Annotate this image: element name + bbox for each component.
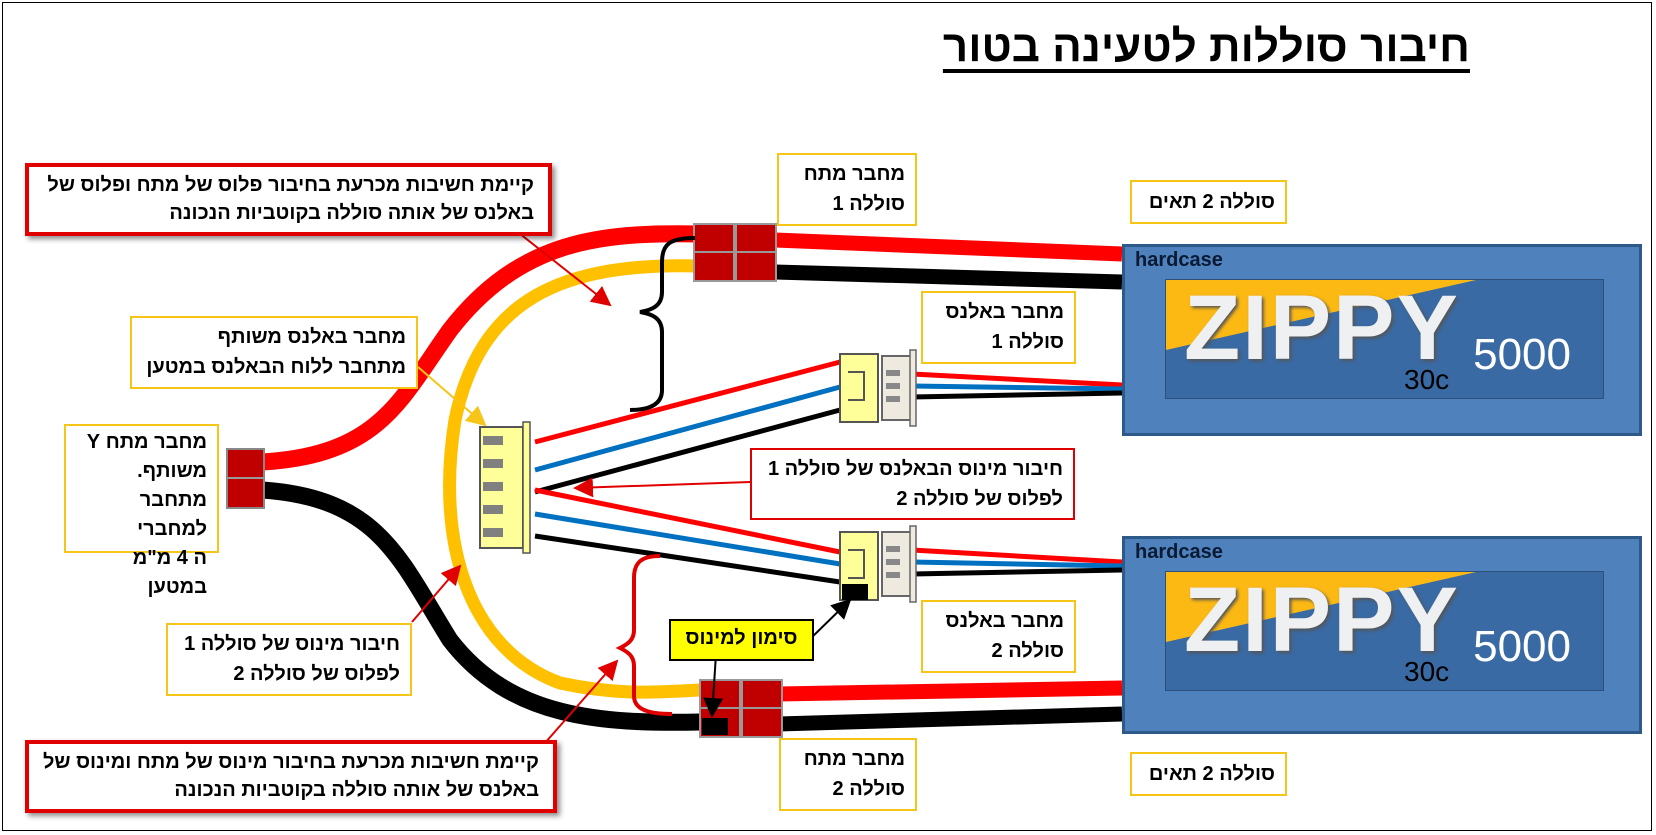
battery-1-logo: ZIPPY <box>1184 279 1460 379</box>
arrow-minus-mark-power <box>703 653 724 718</box>
minus-marker-power <box>702 718 728 735</box>
shared-balance-label: מחבר באלנס משותף מתחבר ללוח הבאלנס במטען <box>130 316 418 389</box>
battery-2-logo: ZIPPY <box>1184 571 1460 671</box>
arrow-balance-series <box>573 477 751 498</box>
minus-mark-label: סימון למינוס <box>669 619 814 661</box>
balance-connector-1-plug <box>839 353 879 423</box>
battery-2-rating: 30c <box>1404 656 1450 687</box>
balance-series-label: חיבור מינוס הבאלנס של סוללה 1 לפלוס של ס… <box>750 448 1075 520</box>
battery-2-label-panel: ZIPPY 5000 30c <box>1165 571 1604 691</box>
minus-marker-balance <box>842 584 868 600</box>
bal1-red <box>534 359 841 445</box>
bal2-red <box>534 487 841 555</box>
battery-2-brand-tag: hardcase <box>1135 541 1223 563</box>
bat1-bal-blue <box>911 383 1123 392</box>
battery-1-label-panel: ZIPPY 5000 30c <box>1165 279 1604 399</box>
battery-1: hardcase ZIPPY 5000 30c <box>1122 244 1642 436</box>
balance-connector-1-label: מחבר באלנס סוללה 1 <box>921 291 1076 364</box>
balance-connector-2-label: מחבר באלנס סוללה 2 <box>921 600 1076 673</box>
bat2-bal-black <box>911 567 1123 577</box>
page-title: חיבור סוללות לטעינה בטור <box>942 22 1470 71</box>
top-brace <box>629 236 696 412</box>
y-black-wire <box>261 481 701 731</box>
bottom-brace <box>615 554 673 716</box>
battery1-black-lead <box>774 264 1123 290</box>
series-jumper-wire <box>443 259 701 699</box>
bal2-blue <box>534 511 841 567</box>
bat1-bal-black <box>911 390 1123 400</box>
battery-2: hardcase ZIPPY 5000 30c <box>1122 536 1642 734</box>
bat1-bal-red <box>911 371 1123 388</box>
power-connector-1-label: מחבר מתח סוללה 1 <box>777 153 917 226</box>
battery-1-capacity: 5000 <box>1473 330 1571 379</box>
bat2-bal-blue <box>911 559 1123 569</box>
bat2-bal-red <box>911 547 1123 565</box>
arrow-shared-balance <box>417 366 487 427</box>
bal1-blue <box>534 384 841 473</box>
battery-1-cells-label: סוללה 2 תאים <box>1130 180 1287 224</box>
bottom-warning-label: קיימת חשיבות מכרעת בחיבור מינוס של מתח ו… <box>25 740 557 813</box>
battery-1-brand-tag: hardcase <box>1135 249 1223 271</box>
bal2-black <box>534 533 841 585</box>
battery-2-cells-label: סוללה 2 תאים <box>1130 752 1287 796</box>
battery1-red-lead <box>774 232 1123 262</box>
y-connector-label: מחבר מתח Y משותף. מתחבר למחברי ה 4 מ"מ ב… <box>64 424 219 598</box>
battery2-black-lead <box>777 706 1123 732</box>
battery-2-capacity: 5000 <box>1473 622 1571 671</box>
power-connector-2-label: מחבר מתח סוללה 2 <box>779 738 917 811</box>
battery2-red-lead <box>777 680 1123 702</box>
power-series-label: חיבור מינוס של סוללה 1 לפלוס של סוללה 2 <box>166 623 412 696</box>
arrow-minus-mark-balance <box>807 598 852 642</box>
arrow-power-series <box>411 564 462 623</box>
battery-1-rating: 30c <box>1404 364 1450 395</box>
top-warning-label: קיימת חשיבות מכרעת בחיבור פלוס של מתח ופ… <box>25 163 552 236</box>
y-red-wire <box>261 225 701 471</box>
